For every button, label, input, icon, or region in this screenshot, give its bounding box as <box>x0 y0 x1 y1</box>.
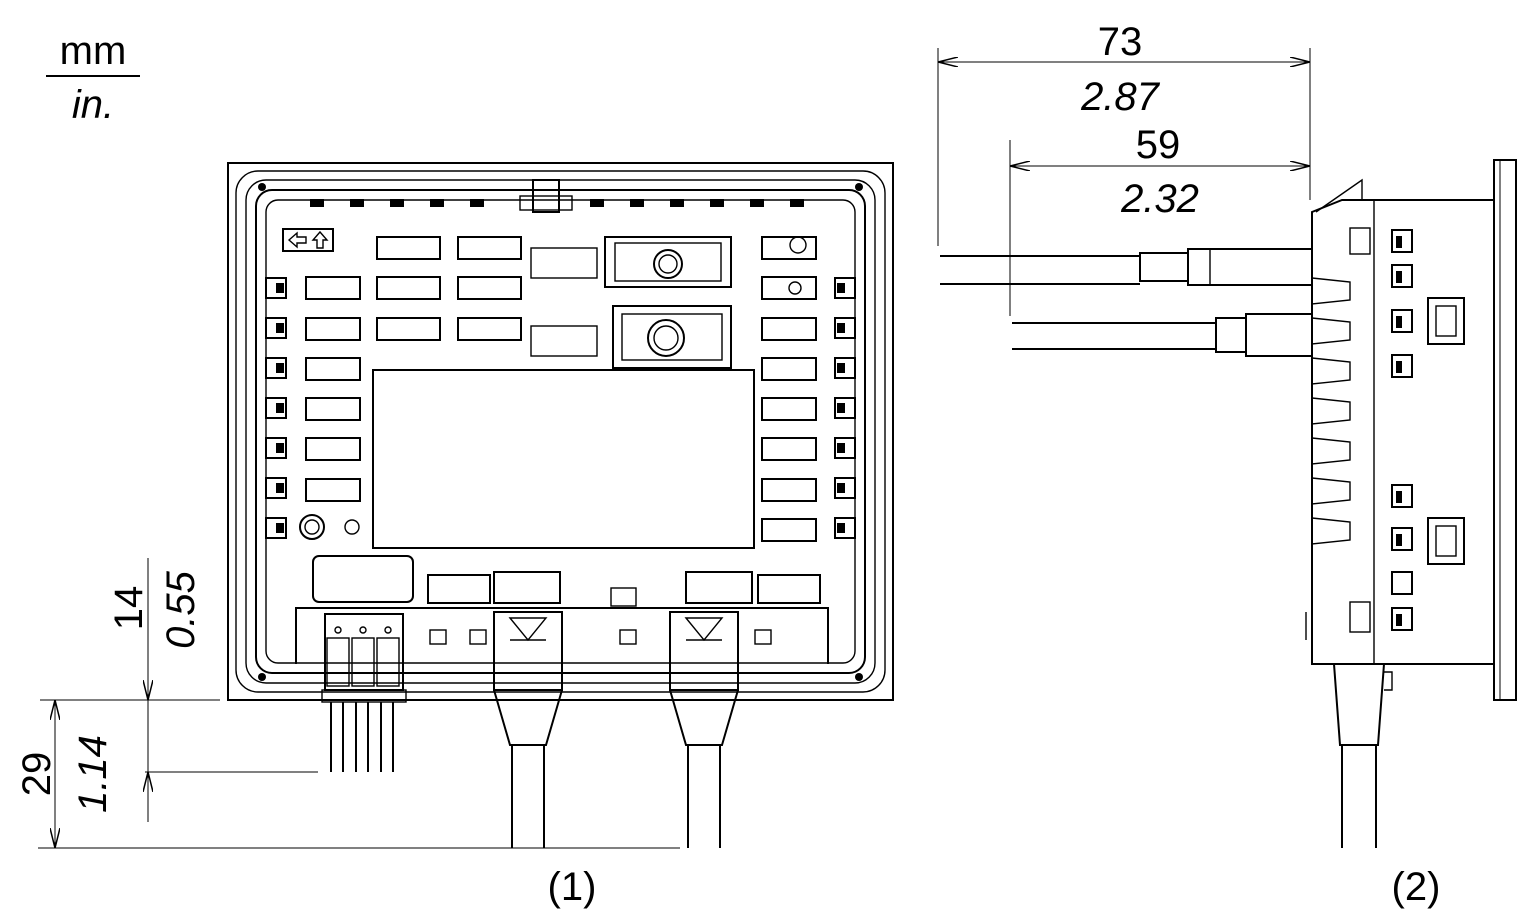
screw-icon <box>258 673 266 681</box>
side-view <box>940 159 1517 848</box>
unit-metric: mm <box>60 29 127 73</box>
dim-73-in: 2.87 <box>1080 75 1161 119</box>
side-cable-upper <box>940 248 1313 286</box>
rear-housing-inner <box>265 199 856 664</box>
mount-clamps <box>604 236 807 369</box>
rear-bezel-inner <box>245 179 876 684</box>
side-cable-lower <box>1012 313 1313 357</box>
cable-connector-right <box>669 611 739 848</box>
ground-screw <box>299 514 325 540</box>
units-legend: mm in. <box>46 29 140 127</box>
side-bottom-cable <box>1333 663 1393 848</box>
side-clips <box>265 277 856 539</box>
rear-outer-frame <box>227 162 894 701</box>
left-arrow-icon <box>287 231 307 249</box>
port-bay <box>295 555 829 664</box>
rear-housing <box>255 189 866 674</box>
dim-29-in: 1.14 <box>71 735 115 813</box>
dim-73-mm: 73 <box>1098 20 1143 64</box>
side-body <box>1311 199 1495 665</box>
arrow-label <box>282 228 334 252</box>
front-bezel <box>1493 159 1517 701</box>
screw-icon <box>855 673 863 681</box>
dim-29-mm: 29 <box>15 752 59 797</box>
view-label-side: (2) <box>1392 865 1441 909</box>
unit-imperial: in. <box>72 83 114 127</box>
vent-slots <box>305 236 817 542</box>
rear-label-area <box>372 369 755 549</box>
horizontal-dimensions: 73 2.87 59 2.32 <box>937 20 1311 316</box>
side-fins <box>1311 227 1371 633</box>
dim-59-mm: 59 <box>1136 123 1181 167</box>
side-vents <box>1391 229 1465 631</box>
screw-icon <box>855 183 863 191</box>
top-vents <box>310 199 804 207</box>
dim-59-in: 2.32 <box>1120 177 1199 221</box>
up-arrow-icon <box>311 230 329 249</box>
dim-14-in: 0.55 <box>159 570 203 649</box>
rear-view <box>227 162 894 848</box>
vertical-dimensions: 29 1.14 14 0.55 <box>15 558 680 849</box>
screw-icon <box>258 183 266 191</box>
view-label-rear: (1) <box>548 865 597 909</box>
cable-connector-left <box>493 611 563 848</box>
terminal-block <box>321 613 407 772</box>
dim-14-mm: 14 <box>107 586 151 631</box>
